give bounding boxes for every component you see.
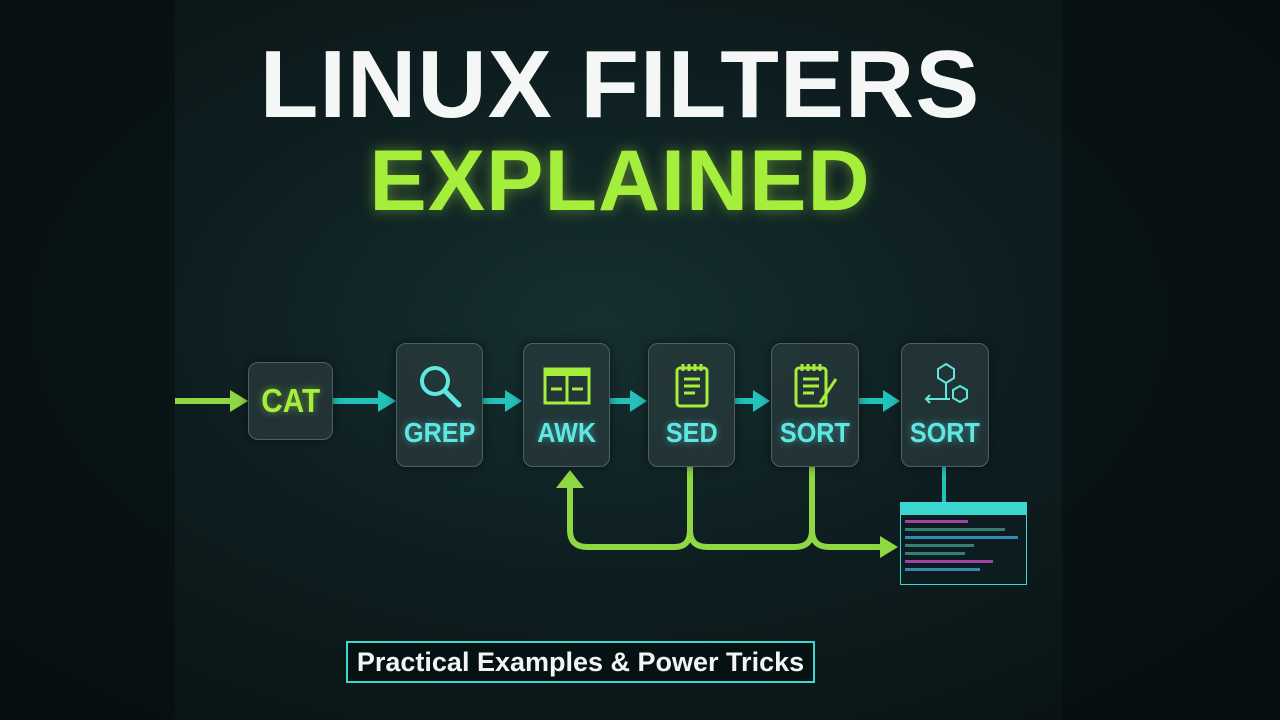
left-panel: [0, 0, 175, 720]
title-line2: EXPLAINED: [369, 133, 871, 229]
cat-node: CAT: [248, 362, 333, 440]
sed-label: SED: [665, 417, 718, 448]
cat-label: CAT: [261, 382, 320, 419]
notepad-pencil-icon: [794, 364, 838, 408]
sort-node: SORT: [771, 343, 859, 467]
awk-label: AWK: [537, 417, 596, 448]
sort-label-2: SORT: [909, 417, 981, 448]
notepad-icon: [675, 364, 708, 408]
grep-node: GREP: [396, 343, 483, 467]
terminal-titlebar: [901, 503, 1026, 515]
sed-node: SED: [648, 343, 735, 467]
pipeline-arrows: [175, 390, 946, 502]
table-icon: [543, 367, 590, 405]
magnifier-icon: [419, 366, 461, 408]
awk-node: AWK: [523, 343, 610, 467]
grep-label: GREP: [403, 417, 476, 448]
feedback-arrows: [556, 467, 898, 558]
subtitle-banner: Practical Examples & Power Tricks: [346, 641, 815, 683]
cubes-icon: [924, 362, 968, 404]
sort-node-2: SORT: [901, 343, 989, 467]
sort-label: SORT: [779, 417, 851, 448]
title-line1: LINUX FILTERS: [259, 31, 981, 138]
right-panel: [1062, 0, 1280, 720]
terminal-window: [900, 502, 1027, 585]
